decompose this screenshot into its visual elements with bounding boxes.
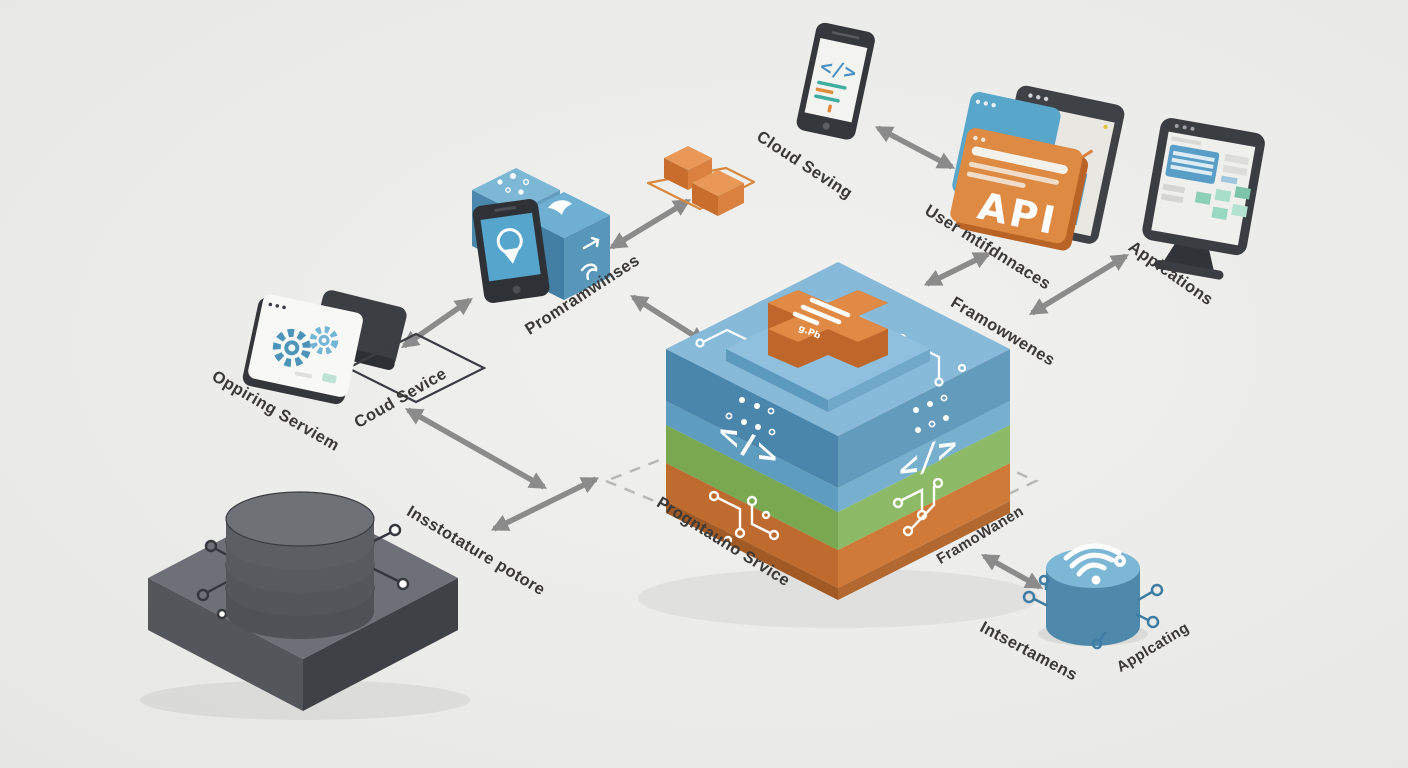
gear-icon: [272, 328, 311, 367]
database-platform-illustration: [148, 491, 458, 711]
cloud-connectors-illustration: [646, 146, 756, 216]
arrow-devices-to-stack: [630, 294, 707, 345]
dot-cluster-left: [725, 397, 776, 436]
location-pin-icon: [496, 228, 523, 264]
applications-monitor-illustration: [1142, 118, 1265, 280]
connector-arrows: [401, 125, 1130, 590]
bird-icon: [548, 200, 572, 215]
devices-illustration: [472, 168, 610, 303]
circuit-icon: [708, 490, 780, 545]
arrow-stack-to-monitor: [1028, 253, 1130, 316]
arrow-platform-to-stack: [490, 476, 600, 532]
address-bar: [971, 146, 1068, 175]
curve-glyph-icon: [580, 263, 598, 281]
arrow-devices-to-cloud: [608, 198, 692, 250]
arrow-stack-to-cylinder: [980, 553, 1044, 590]
arrow-api-to-stack: [923, 251, 992, 287]
arrow-glyph-icon: [580, 236, 600, 281]
wifi-icon: [1063, 543, 1126, 585]
wireframe-outline: [345, 332, 487, 404]
dots-icon: [497, 173, 530, 195]
code-tablet-illustration: </>: [796, 22, 875, 140]
layered-stack-illustration: g.Pb </> </>: [666, 262, 1010, 600]
network-cylinder-illustration: [1022, 543, 1164, 650]
dot-cluster-right: [913, 394, 949, 433]
database-icon: [225, 491, 375, 639]
cylinder-circuit-nodes: [1022, 574, 1164, 650]
circuit-icon: [892, 477, 944, 537]
arrow-tablet-to-api: [874, 125, 956, 170]
orange-box-front: [692, 170, 744, 216]
gears-window: [242, 294, 363, 405]
smartphone-icon: [472, 199, 550, 303]
plug-icon: g.Pb: [768, 290, 888, 368]
api-windows-illustration: API: [950, 85, 1125, 251]
os-window-illustration: [242, 290, 487, 405]
arrow-os-to-devices: [401, 297, 473, 349]
gear-icon: [309, 326, 339, 355]
api-window: API: [950, 128, 1089, 251]
arrow-cloudservice-to-platform: [404, 407, 548, 490]
